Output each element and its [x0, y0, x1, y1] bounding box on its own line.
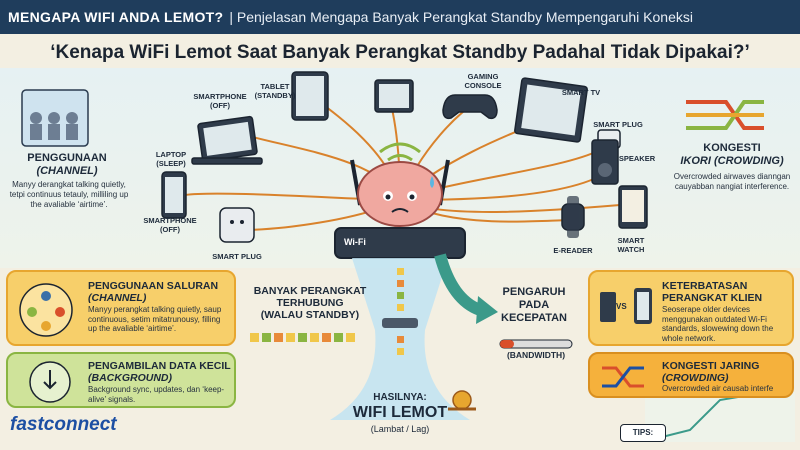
device-comparison-icon: [600, 288, 652, 324]
header-bar: MENGAPA WIFI ANDA LEMOT? | Penjelasan Me…: [0, 0, 800, 34]
users-network-icon: [19, 283, 73, 337]
label-smartphone-off-left: SMARTPHONE (OFF): [143, 216, 197, 234]
router-label: Wi-Fi: [344, 237, 366, 247]
left-side-text: Manyy derangkat talking quietly, tetpi c…: [9, 180, 129, 209]
speed-chart-icon: [645, 392, 795, 442]
label-laptop-sleep: LAPTOP (SLEEP): [155, 150, 187, 168]
label-speaker: SPEAKER: [618, 154, 656, 163]
panel-klien-title: KETERBATASAN: [662, 280, 748, 292]
right-side-text: Overcrowded airwaves dianngan cauyabban …: [673, 172, 791, 191]
label-smart-plug-right: SMART PLUG: [593, 120, 643, 129]
crowd-illustration-left: [21, 89, 89, 147]
panel-keterbatasan-klien: VS KETERBATASAN PERANGKAT KLIEN Seoserap…: [588, 270, 794, 346]
wifi-signal-icon: [379, 142, 421, 162]
left-side-title: PENGGUNAAN: [27, 152, 107, 164]
laptop-device: [191, 115, 263, 165]
bandwidth-label: (BANDWIDTH): [506, 350, 566, 360]
tips-badge: TIPS:: [620, 424, 666, 442]
gaming-console-device: [442, 94, 498, 120]
label-tablet-standby: TABLET (STANDBY): [254, 82, 296, 100]
lambat-label: (Lambat / Lag): [370, 424, 430, 434]
smartphone-device-left: [161, 171, 187, 219]
vs-label: VS: [616, 302, 627, 311]
connected-devices-label: BANYAK PERANGKAT TERHUBUNG (WALAU STANDB…: [253, 285, 367, 321]
e-reader-device: [618, 185, 648, 229]
panel-pengambilan-data: PENGAMBILAN DATA KECIL (BACKGROUND) Back…: [6, 352, 236, 408]
headline: ‘Kenapa WiFi Lemot Saat Banyak Perangkat…: [50, 42, 750, 63]
label-smartphone-off-top: SMARTPHONE (OFF): [193, 92, 247, 110]
header-subtitle: | Penjelasan Mengapa Banyak Perangkat St…: [229, 9, 693, 25]
data-packets: [397, 268, 404, 355]
crowding-arrows-small-icon: [602, 366, 644, 388]
right-side-subtitle: IKORI (CROWDING): [680, 155, 784, 167]
panel-data-text: Background sync, updates, dan ‘keep-aliv…: [88, 385, 225, 404]
header-title: MENGAPA WIFI ANDA LEMOT?: [8, 9, 224, 25]
cloud-download-icon: [29, 361, 71, 403]
panel-data-title: PENGAMBILAN DATA KECIL: [88, 360, 231, 372]
smart-watch-device: [561, 196, 585, 238]
tablet-device-2: [374, 79, 414, 113]
panel-saluran-text: Manyy perangkat talking quietly, saup co…: [88, 305, 222, 333]
smart-tv-device: [514, 77, 588, 143]
label-smart-watch: SMART WATCH: [617, 236, 645, 254]
crowding-arrows-icon: [686, 100, 764, 130]
panel-klien-subtitle: PERANGKAT KLIEN: [662, 292, 763, 304]
label-e-reader: E-READER: [553, 246, 593, 255]
panel-saluran-subtitle: (CHANNEL): [88, 292, 147, 304]
brand-logo: fastconnect: [10, 414, 117, 435]
left-side-subtitle: (CHANNEL): [36, 165, 98, 177]
panel-saluran-title: PENGGUNAAN SALURAN: [88, 280, 219, 292]
speed-impact-label: PENGARUH PADA KECEPATAN: [501, 286, 567, 324]
panel-jaringan-subtitle: (CROWDING): [662, 372, 729, 384]
tablet-device: [291, 71, 329, 121]
label-smart-tv: SMART TV: [561, 88, 601, 97]
right-side-title: KONGESTI: [703, 142, 761, 154]
impact-arrow: [434, 253, 498, 324]
snail-icon: [448, 390, 476, 411]
wifi-lemot-label: WIFI LEMOT: [352, 404, 448, 421]
label-smart-plug-left: SMART PLUG: [212, 252, 262, 261]
speaker-device: [591, 139, 619, 185]
label-gaming-console: GAMING CONSOLE: [464, 72, 502, 90]
packet-row: [250, 333, 355, 342]
panel-penggunaan-saluran: PENGGUNAAN SALURAN (CHANNEL) Manyy peran…: [6, 270, 236, 346]
bandwidth-bar: [499, 339, 573, 349]
result-label: HASILNYA:: [373, 392, 427, 403]
panel-data-subtitle: (BACKGROUND): [88, 372, 172, 384]
panel-jaringan-title: KONGESTI JARING: [662, 360, 760, 372]
panel-kongesti-jaringan: KONGESTI JARING (CROWDING) Overcrowded a…: [588, 352, 794, 398]
panel-klien-text: Seoserape older devices menggunakan outd…: [662, 305, 774, 343]
overloaded-brain-icon: [357, 161, 443, 227]
panel-jaringan-text: Overcrowded air causab interfe: [662, 384, 774, 393]
smart-plug-device-left: [219, 207, 255, 243]
